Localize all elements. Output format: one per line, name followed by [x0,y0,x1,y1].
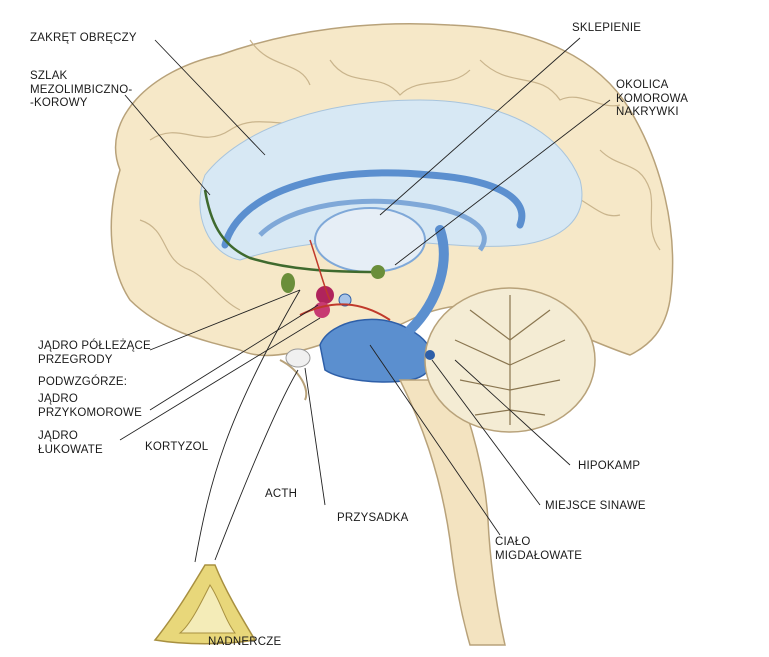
nucleus-arcuate [314,302,330,318]
label-nadnercze: NADNERCZE [208,636,282,648]
pituitary [285,348,311,368]
label-sklepienie: SKLEPIENIE [572,22,642,34]
septum-node [281,273,295,293]
brainstem [398,379,506,646]
pituitary-stalk [279,359,308,401]
label-zakret-obreczy: ZAKRĘT OBRĘCZY [30,32,137,44]
label-hipokamp: HIPOKAMP [578,460,641,472]
label-jadro-przykomorowe: JĄDRO PRZYKOMOROWE [38,393,142,419]
fornix-inner [258,198,487,252]
label-miejsce-sinawe: MIEJSCE SINAWE [545,500,646,512]
locus-coeruleus [425,350,435,360]
red-vessel-2 [309,239,331,301]
leader-lines [119,37,611,563]
vta-node [371,265,385,279]
label-kortyzol: KORTYZOL [145,441,209,453]
label-jadro-polezace: JĄDRO PÓŁLEŻĄCE PRZEGRODY [38,340,151,366]
fornix-arc [221,169,526,249]
label-przysadka: PRZYSADKA [337,512,409,524]
label-szlak: SZLAK MEZOLIMBICZNO- -KOROWY [30,70,133,109]
thalamus [314,207,426,273]
label-acth: ACTH [265,488,298,500]
hippocampus-tail [405,225,449,335]
nucleus-accumbens [338,293,352,307]
label-jadro-lukowate: JĄDRO ŁUKOWATE [38,430,103,456]
mesolimbic-path [203,189,381,274]
label-okolica: OKOLICA KOMOROWA NAKRYWKI [616,79,689,118]
cerebellum-folia [454,295,566,425]
label-podwzgorze: PODWZGÓRZE: [38,376,128,388]
label-cialo-migdalowate: CIAŁO MIGDAŁOWATE [495,536,583,562]
gyri-lines [139,39,661,311]
